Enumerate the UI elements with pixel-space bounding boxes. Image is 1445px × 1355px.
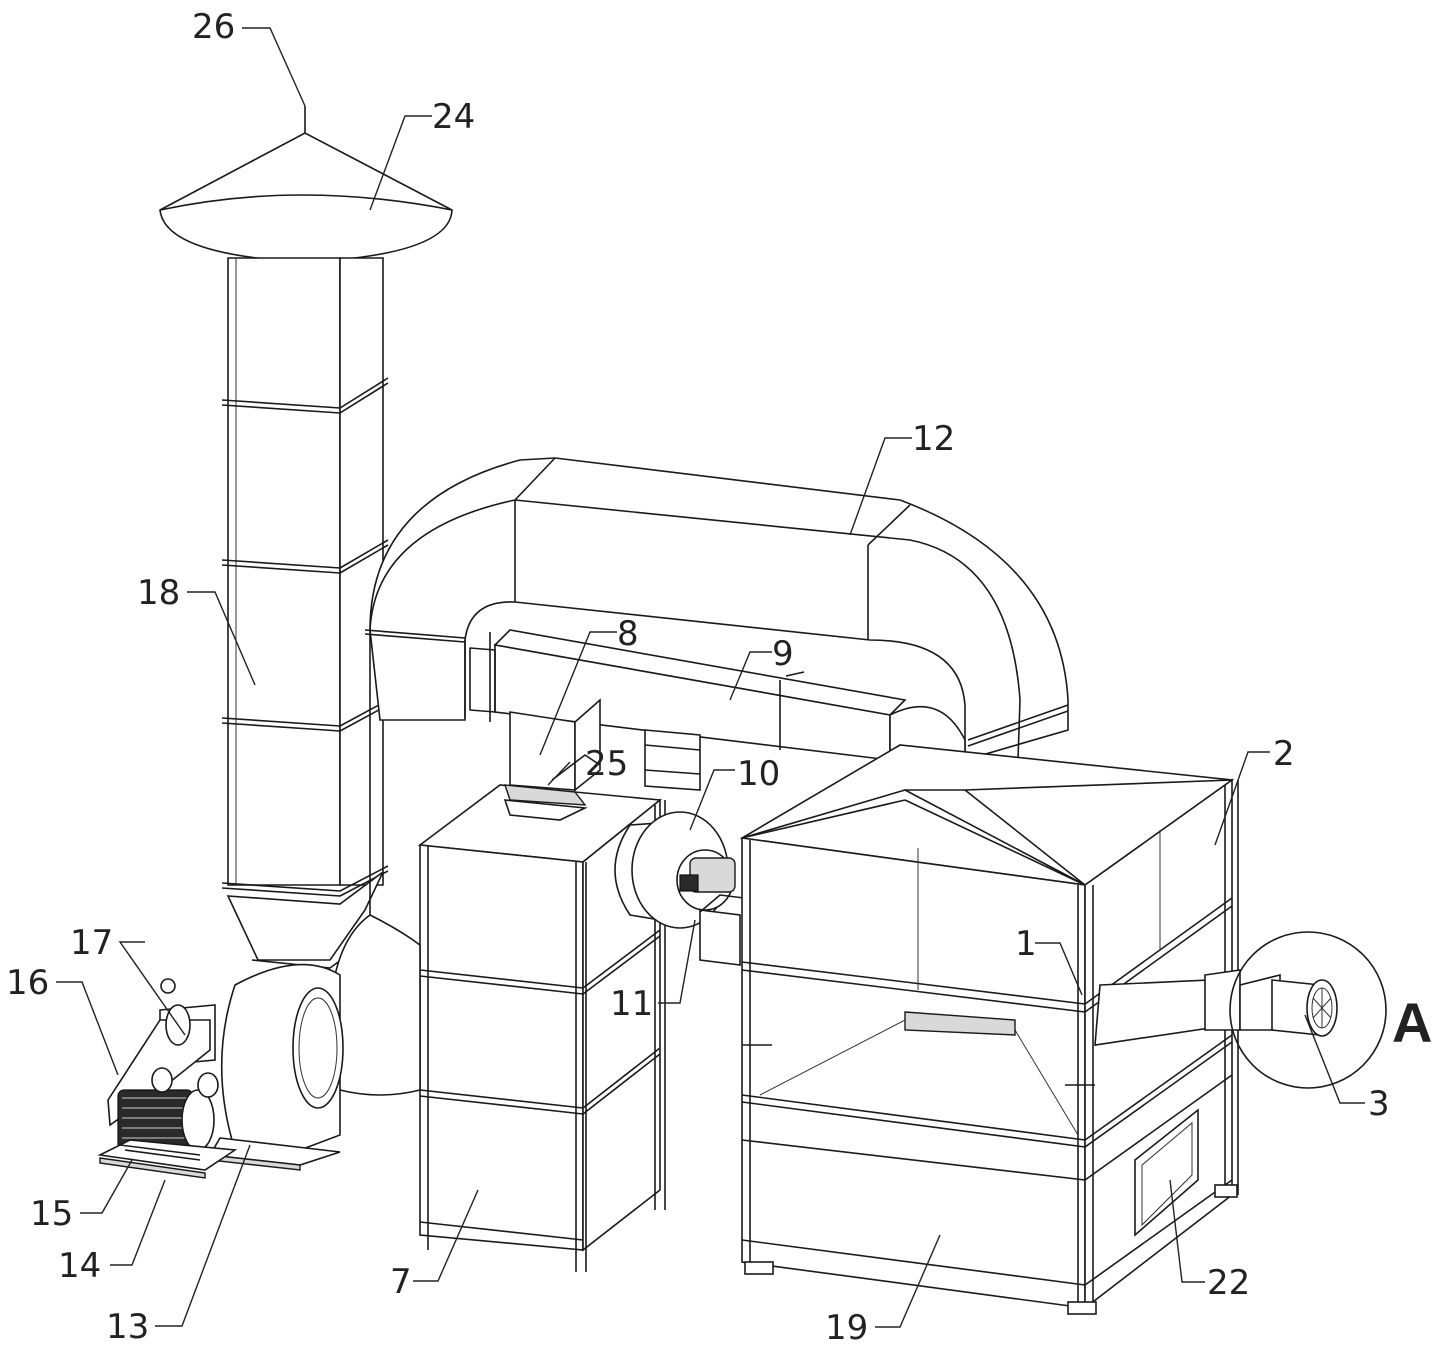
- callout-26: 26: [192, 7, 235, 47]
- callout-2: 2: [1273, 734, 1295, 774]
- detail-marker-a: A: [1392, 991, 1432, 1054]
- chimney-stack: [159, 106, 453, 969]
- purifier-box: [739, 744, 1241, 1315]
- callout-7: 7: [390, 1262, 412, 1302]
- fan-10: [614, 811, 761, 966]
- callout-19: 19: [825, 1308, 868, 1348]
- callout-1: 1: [1015, 924, 1037, 964]
- main-duct: [364, 457, 1069, 915]
- elbow-duct-body: [369, 457, 1069, 762]
- callout-3: 3: [1368, 1084, 1390, 1124]
- callout-16: 16: [6, 963, 49, 1003]
- leader-lines: [56, 27, 1365, 1328]
- callout-22: 22: [1207, 1263, 1250, 1303]
- callout-10: 10: [737, 754, 780, 794]
- callout-12: 12: [912, 419, 955, 459]
- rain-cap-rim: [159, 194, 453, 211]
- callout-24: 24: [432, 97, 475, 137]
- stack-side: [339, 257, 384, 886]
- callout-25: 25: [585, 744, 628, 784]
- callout-17: 17: [70, 923, 113, 963]
- callout-14: 14: [58, 1246, 101, 1286]
- callout-15: 15: [30, 1194, 73, 1234]
- callout-8: 8: [617, 614, 639, 654]
- blower-13: [208, 914, 421, 1171]
- tower-front: [419, 844, 584, 1251]
- callout-13: 13: [106, 1307, 149, 1347]
- callout-9: 9: [772, 634, 794, 674]
- detail-circle-a: [1229, 931, 1387, 1089]
- callout-11: 11: [610, 984, 653, 1024]
- tower-7: [417, 698, 701, 1272]
- box-front: [741, 837, 1086, 1309]
- callout-18: 18: [137, 573, 180, 613]
- callout-labels: 26 24 12 18 8 9 25 10 2 17 16 1 11 3 15 …: [6, 7, 1432, 1348]
- rain-cap: [159, 132, 453, 263]
